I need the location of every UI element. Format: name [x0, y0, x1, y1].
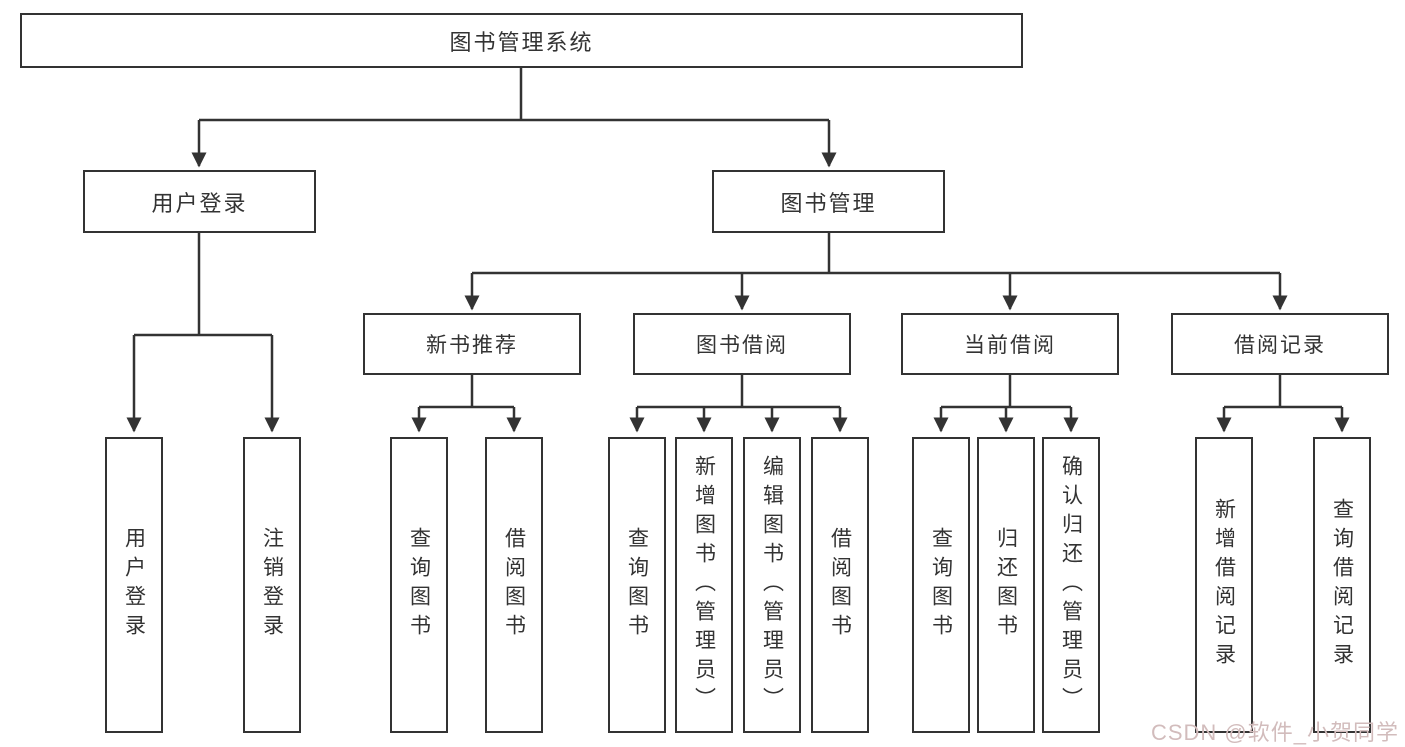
node-leaf-query-books-recommend: 查询图书	[390, 437, 448, 733]
node-branch-book-management: 图书管理	[712, 170, 945, 233]
csdn-watermark: CSDN @软件_小贺同学	[1150, 720, 1399, 745]
node-branch-book-borrow: 图书借阅	[633, 313, 851, 375]
connector-root-trunk	[199, 68, 829, 122]
node-leaf-query-books-current: 查询图书	[912, 437, 970, 733]
node-leaf-edit-book-admin: 编辑图书（管理员）	[743, 437, 801, 733]
node-leaf-return-book: 归还图书	[977, 437, 1035, 733]
node-leaf-borrow-books: 借阅图书	[811, 437, 869, 733]
node-leaf-add-borrow-record: 新增借阅记录	[1195, 437, 1253, 733]
node-leaf-borrow-books-recommend: 借阅图书	[485, 437, 543, 733]
node-branch-borrow-records: 借阅记录	[1171, 313, 1389, 375]
connector-book-borrow-trunk	[637, 375, 840, 409]
node-branch-user-login: 用户登录	[83, 170, 316, 233]
connector-records-trunk	[1224, 375, 1342, 409]
node-root-system: 图书管理系统	[20, 13, 1023, 68]
connector-new-book-trunk	[419, 375, 514, 409]
connector-current-borrow-trunk	[941, 375, 1071, 409]
connector-user-login-trunk	[134, 233, 272, 337]
node-leaf-confirm-return-admin: 确认归还（管理员）	[1042, 437, 1100, 733]
node-leaf-query-borrow-record: 查询借阅记录	[1313, 437, 1371, 733]
node-leaf-add-book-admin: 新增图书（管理员）	[675, 437, 733, 733]
connector-book-management-trunk	[472, 233, 1280, 275]
node-leaf-logout: 注销登录	[243, 437, 301, 733]
node-leaf-user-login: 用户登录	[105, 437, 163, 733]
node-leaf-query-books-borrow: 查询图书	[608, 437, 666, 733]
node-branch-new-book-recommend: 新书推荐	[363, 313, 581, 375]
node-branch-current-borrow: 当前借阅	[901, 313, 1119, 375]
